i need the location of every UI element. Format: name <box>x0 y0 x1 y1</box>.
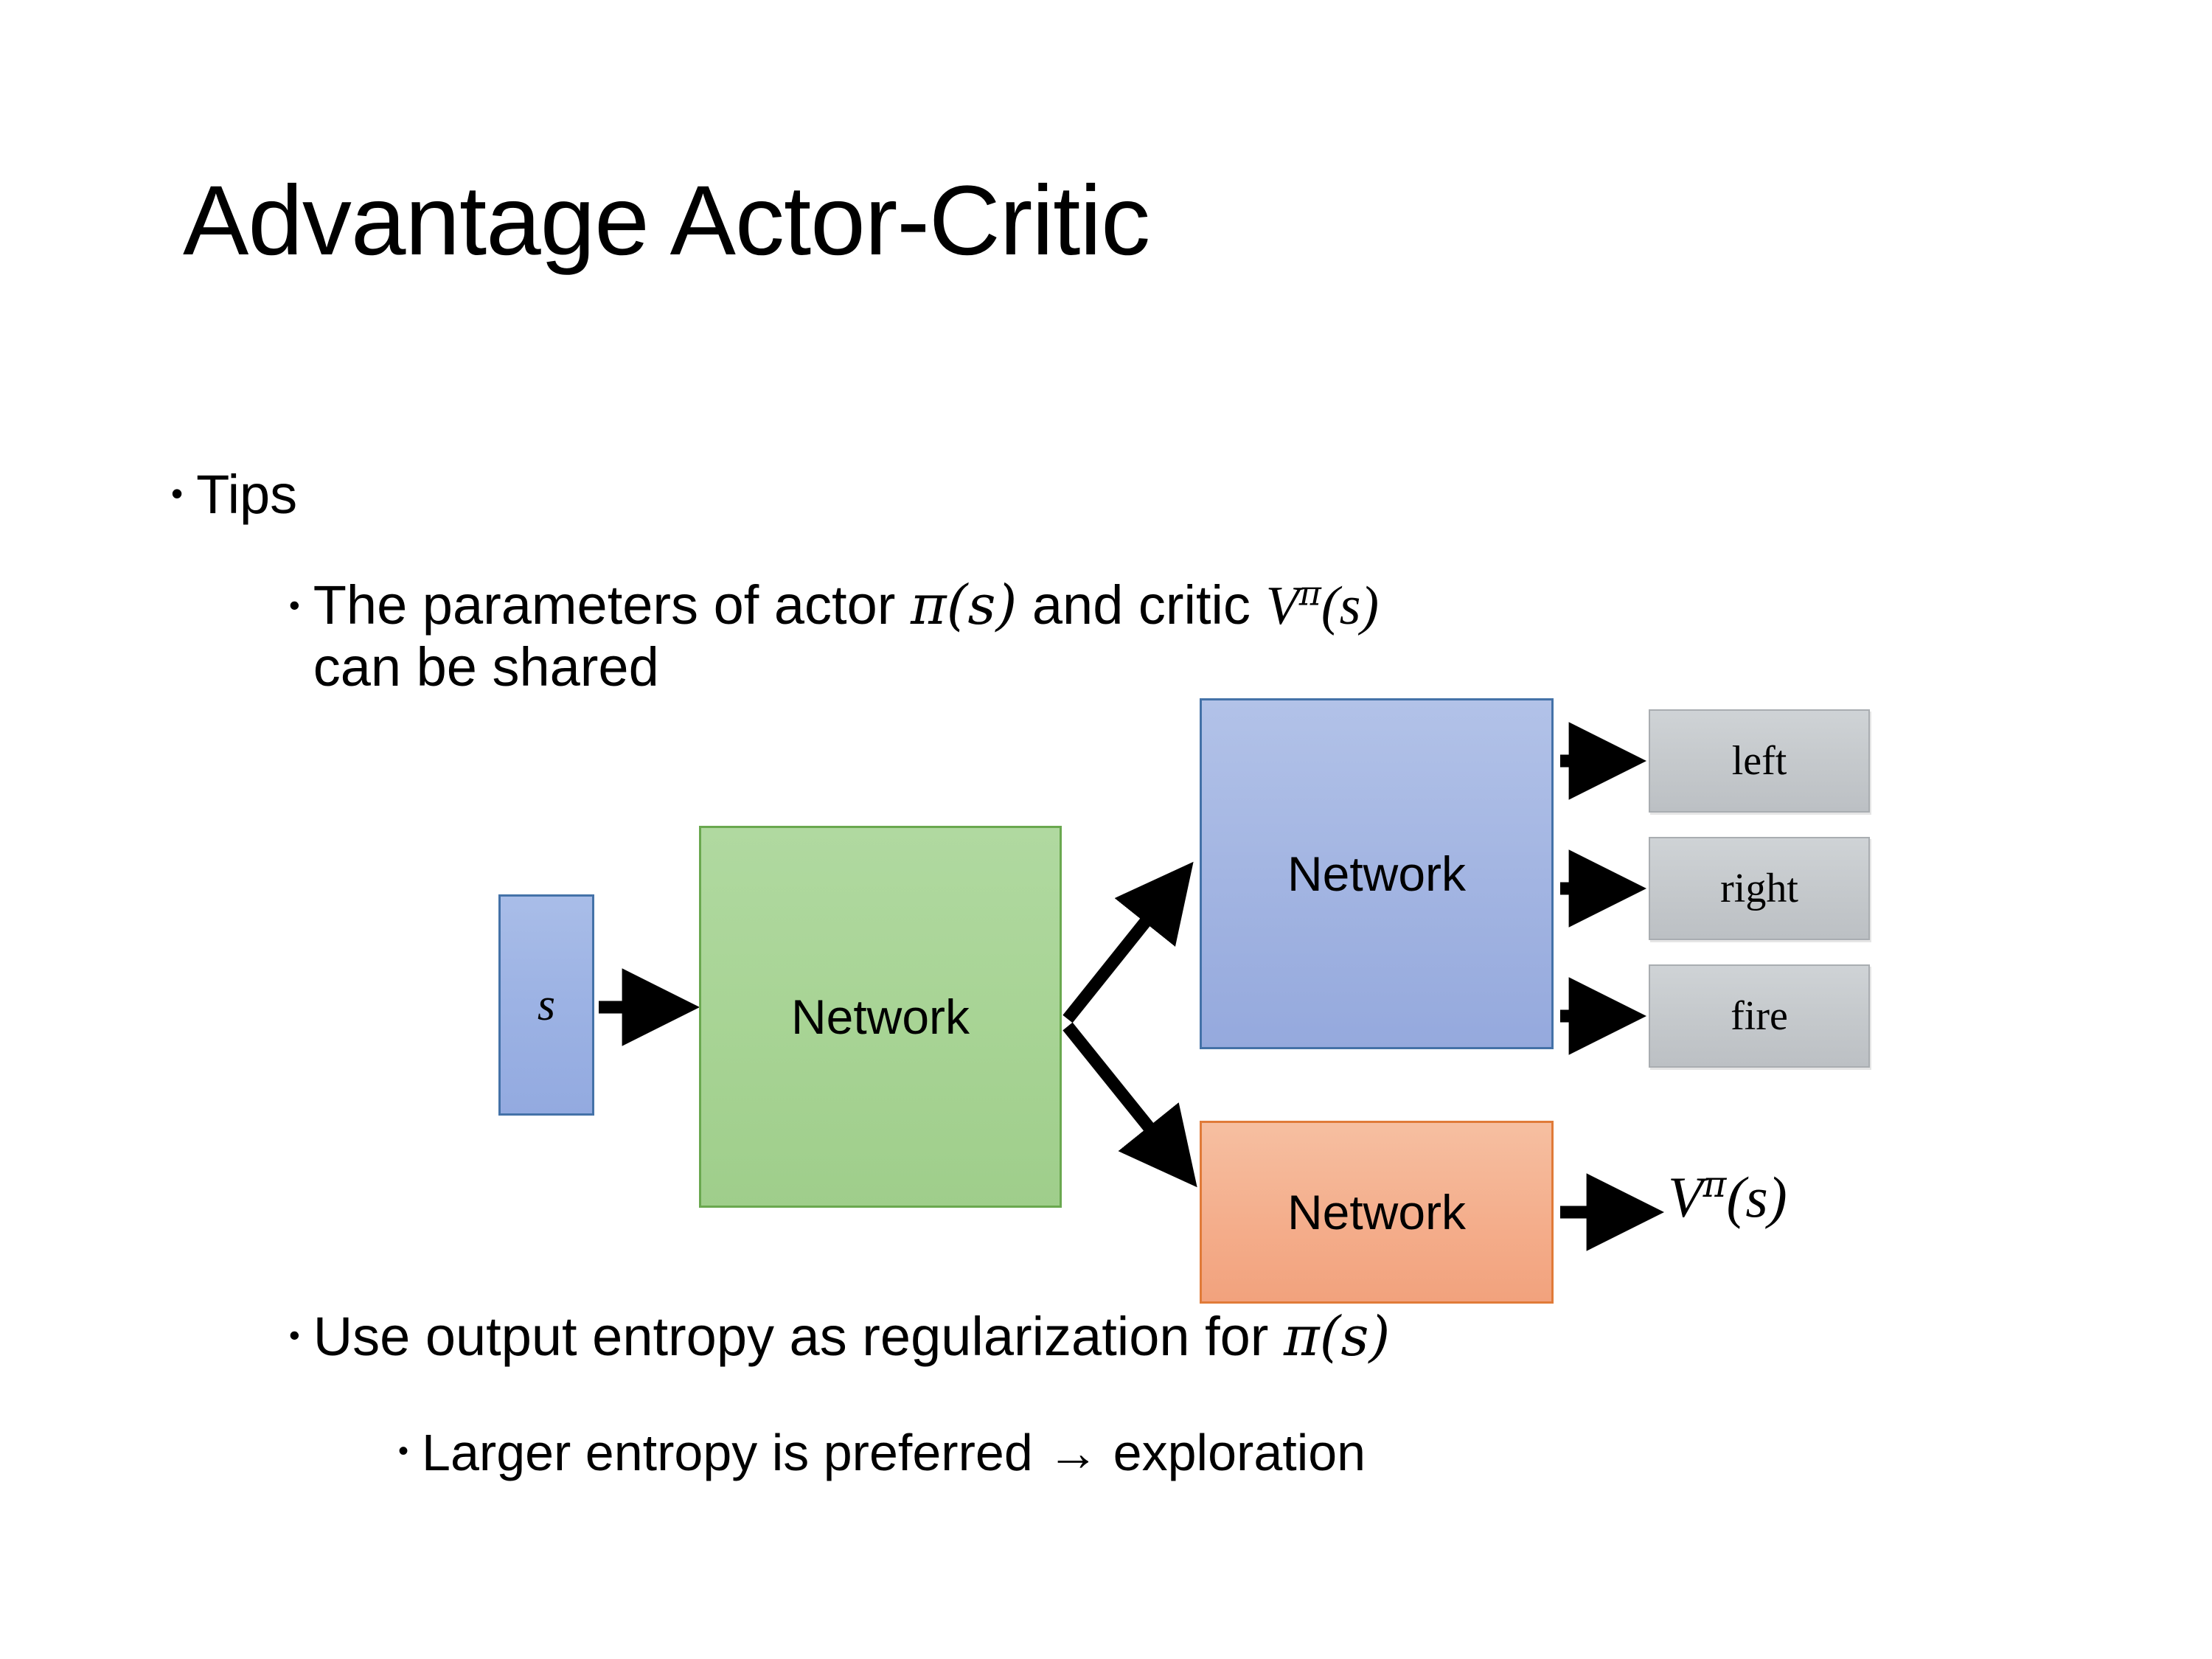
critic-output-v: V <box>1668 1165 1703 1229</box>
math-actor-pi-s: π(s) <box>910 574 1018 637</box>
shared-params-pre: The parameters of actor <box>313 574 911 636</box>
critic-output-value: Vπ(s) <box>1668 1164 1787 1231</box>
node-critic-network[interactable]: Network <box>1200 1121 1554 1304</box>
action-output-left-label: left <box>1731 738 1787 784</box>
entropy-pre: Use output entropy as regularization for <box>313 1306 1284 1367</box>
node-shared-network[interactable]: Network <box>699 826 1062 1208</box>
arrow-shared-to-actor <box>1062 861 1194 1023</box>
math-critic-arg: (s) <box>1321 576 1380 636</box>
action-output-right[interactable]: right <box>1649 837 1870 940</box>
bullet-larger-entropy: • Larger entropy is preferred → explorat… <box>398 1423 2094 1482</box>
critic-output-arg: (s) <box>1726 1165 1787 1229</box>
bullet-entropy-text: Use output entropy as regularization for… <box>313 1305 2073 1368</box>
critic-output-superscript-pi: π <box>1703 1164 1727 1206</box>
node-actor-network[interactable]: Network <box>1200 698 1554 1049</box>
bullet-entropy-regularization: • Use output entropy as regularization f… <box>289 1305 2073 1368</box>
node-critic-network-label: Network <box>1287 1185 1467 1239</box>
bullet-shared-parameters: • The parameters of actor π(s) and criti… <box>289 573 2073 698</box>
bullet-tips-label: Tips <box>196 464 298 525</box>
arrow-shared-to-critic <box>1062 1022 1197 1188</box>
node-state-input[interactable]: s <box>498 894 594 1116</box>
action-output-right-label: right <box>1720 866 1798 911</box>
action-output-fire-label: fire <box>1731 993 1788 1039</box>
page-title: Advantage Actor-Critic <box>183 166 1150 276</box>
math-entropy-pi-s: π(s) <box>1284 1305 1391 1368</box>
shared-params-mid: and critic <box>1017 574 1266 636</box>
shared-params-line2: can be shared <box>313 636 659 698</box>
bullet-tips: • Tips <box>171 463 297 526</box>
bullet-shared-parameters-text: The parameters of actor π(s) and critic … <box>313 573 2073 698</box>
node-actor-network-label: Network <box>1287 846 1467 901</box>
bullet-marker-icon: • <box>398 1435 409 1467</box>
math-critic-v: V <box>1265 576 1299 636</box>
action-output-fire[interactable]: fire <box>1649 964 1870 1068</box>
bullet-marker-icon: • <box>289 588 300 622</box>
bullet-marker-icon: • <box>289 1318 300 1352</box>
action-output-left[interactable]: left <box>1649 709 1870 813</box>
node-state-label: s <box>537 979 556 1030</box>
bullet-marker-icon: • <box>171 474 184 512</box>
math-critic-superscript-pi: π <box>1298 573 1321 613</box>
bullet-larger-entropy-label: Larger entropy is preferred → exploratio… <box>422 1424 1366 1481</box>
node-shared-network-label: Network <box>790 990 970 1044</box>
